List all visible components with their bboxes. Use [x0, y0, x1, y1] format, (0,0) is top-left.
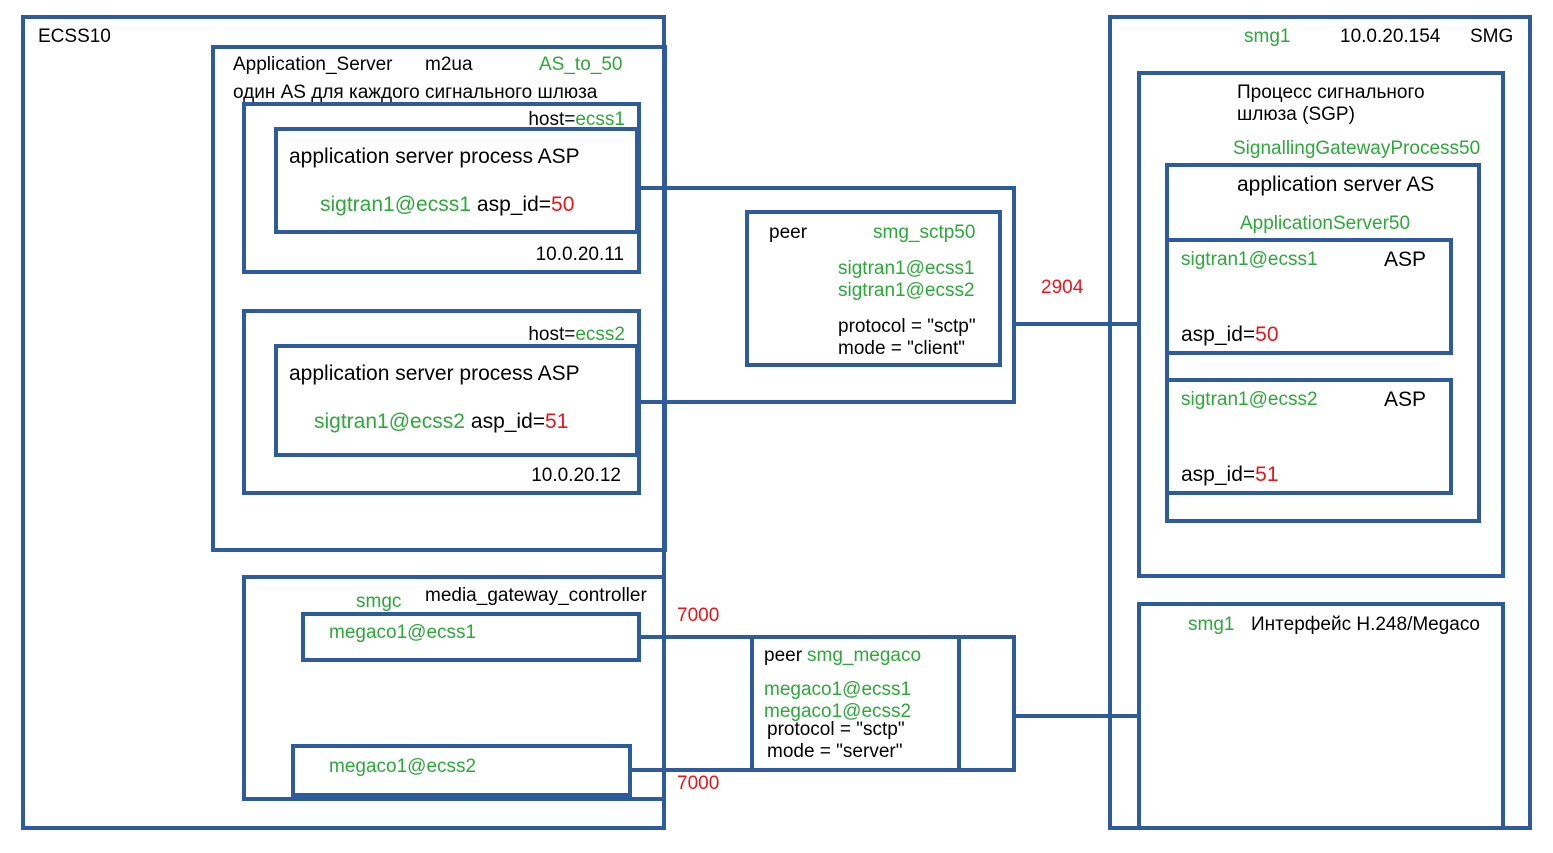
- peer-sctp-node-1: sigtran1@ecss1: [838, 258, 975, 279]
- mgc-box: [242, 575, 666, 801]
- megaco-port-bottom: 7000: [677, 773, 719, 794]
- peer-sctp-node-2: sigtran1@ecss2: [838, 280, 975, 301]
- host-ecss1-ip: 10.0.20.11: [536, 244, 624, 265]
- sgp-box: [1137, 71, 1505, 578]
- asp-ecss1-title: application server process ASP: [289, 145, 580, 168]
- smg-asp-2-label: ASP: [1384, 388, 1426, 411]
- peer-megaco-mode: mode = "server": [767, 741, 902, 762]
- peer-megaco-box: [750, 635, 961, 772]
- smg-asp-1-box: [1165, 238, 1453, 355]
- peer-megaco-protocol: protocol = "sctp": [767, 719, 905, 740]
- megaco-port-top: 7000: [677, 605, 719, 626]
- sgp-title-line1: Процесс сигнального: [1237, 82, 1425, 103]
- smg-asp-1-id: asp_id=50: [1181, 323, 1279, 346]
- application-server-name: AS_to_50: [539, 54, 622, 75]
- peer-sctp-protocol: protocol = "sctp": [838, 316, 976, 337]
- peer-megaco-node-1: megaco1@ecss1: [764, 679, 911, 700]
- h248-name: smg1: [1188, 614, 1234, 635]
- sctp-port: 2904: [1041, 277, 1084, 298]
- peer-sctp-mode: mode = "client": [838, 338, 965, 359]
- application-server-box: [211, 45, 667, 552]
- peer-sctp-key: peer: [769, 222, 808, 243]
- host-ecss1-label: host=ecss1: [528, 109, 625, 130]
- h248-box: [1137, 602, 1505, 830]
- smg-as-title: application server AS: [1237, 173, 1434, 196]
- sctp-peer-connector: [639, 186, 1016, 404]
- sgp-title-line2: шлюза (SGP): [1237, 104, 1355, 125]
- peer-megaco-node-2: megaco1@ecss2: [764, 701, 911, 722]
- asp-ecss2-box: [274, 344, 639, 457]
- host-ecss2-ip: 10.0.20.12: [531, 465, 621, 486]
- asp-ecss2-title: application server process ASP: [289, 362, 580, 385]
- h248-title: Интерфейс H.248/Megaco: [1251, 614, 1480, 635]
- smg-asp-2-id: asp_id=51: [1181, 463, 1279, 486]
- smg-title: SMG: [1470, 26, 1513, 47]
- mgc-name: smgc: [356, 591, 401, 612]
- application-server-note: один AS для каждого сигнального шлюза: [233, 82, 598, 103]
- smg-asp-2-node: sigtran1@ecss2: [1181, 389, 1318, 410]
- sgp-name: SignallingGatewayProcess50: [1233, 138, 1480, 159]
- megaco-ecss2-node: megaco1@ecss2: [329, 756, 476, 777]
- peer-sctp-box: [745, 210, 1002, 367]
- peer-megaco-name: smg_megaco: [807, 645, 921, 666]
- smg-as-name: ApplicationServer50: [1240, 213, 1410, 234]
- asp-ecss1-box: [274, 127, 639, 234]
- application-server-label: Application_Server: [233, 54, 393, 75]
- host-ecss2-label: host=ecss2: [528, 324, 625, 345]
- smg-asp-1-node: sigtran1@ecss1: [1181, 249, 1318, 270]
- application-server-protocol: m2ua: [425, 54, 473, 75]
- smg-name: smg1: [1244, 26, 1290, 47]
- ecss10-title: ECSS10: [38, 26, 111, 47]
- peer-megaco-key: peer: [764, 645, 803, 666]
- mgc-label: media_gateway_controller: [425, 585, 647, 606]
- megaco-ecss1-node: megaco1@ecss1: [329, 622, 476, 643]
- peer-sctp-name: smg_sctp50: [873, 222, 975, 243]
- smg-asp-1-label: ASP: [1384, 248, 1426, 271]
- smg-asp-2-box: [1165, 378, 1453, 495]
- smg-ip: 10.0.20.154: [1340, 26, 1441, 47]
